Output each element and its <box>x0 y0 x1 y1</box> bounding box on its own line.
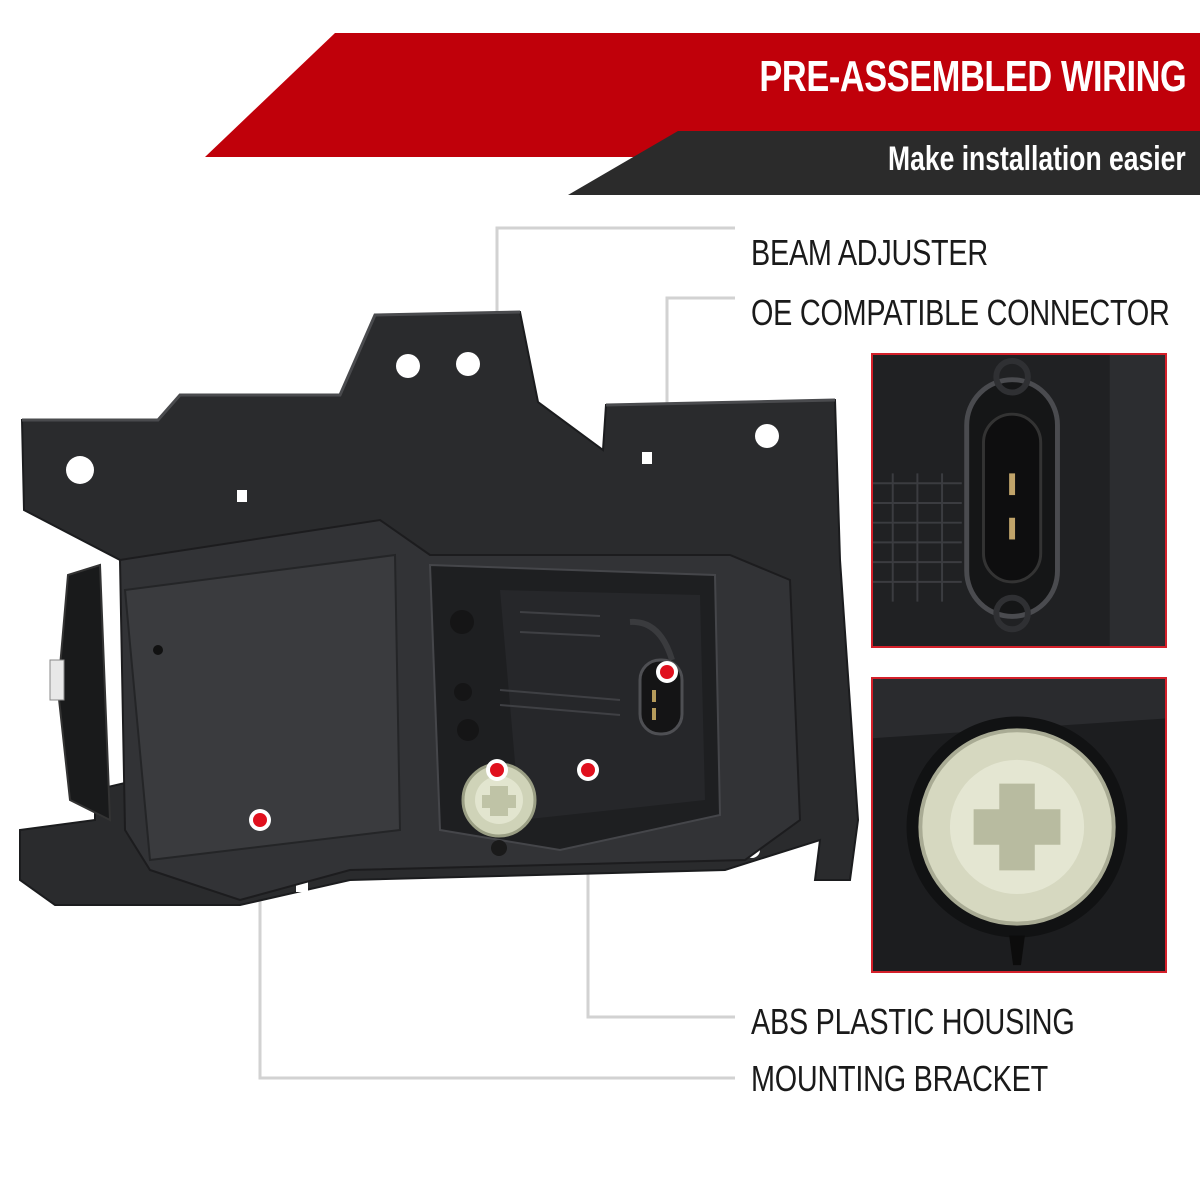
beam-adjuster-closeup-image <box>873 679 1165 971</box>
callout-beam-adjuster: BEAM ADJUSTER <box>751 232 988 273</box>
inset-beam-adjuster-closeup <box>871 677 1167 973</box>
page-title: PRE-ASSEMBLED WIRING <box>759 52 1186 101</box>
callout-abs-housing: ABS PLASTIC HOUSING <box>751 1001 1075 1042</box>
callout-oe-connector: OE COMPATIBLE CONNECTOR <box>751 292 1170 333</box>
callout-markers <box>249 661 678 831</box>
callout-mounting-bracket: MOUNTING BRACKET <box>751 1058 1048 1099</box>
page-subtitle: Make installation easier <box>888 140 1186 178</box>
connector-closeup-image <box>873 355 1165 646</box>
inset-connector-closeup <box>871 353 1167 648</box>
abs-housing <box>118 518 802 902</box>
header-banner-dark <box>568 131 1200 195</box>
